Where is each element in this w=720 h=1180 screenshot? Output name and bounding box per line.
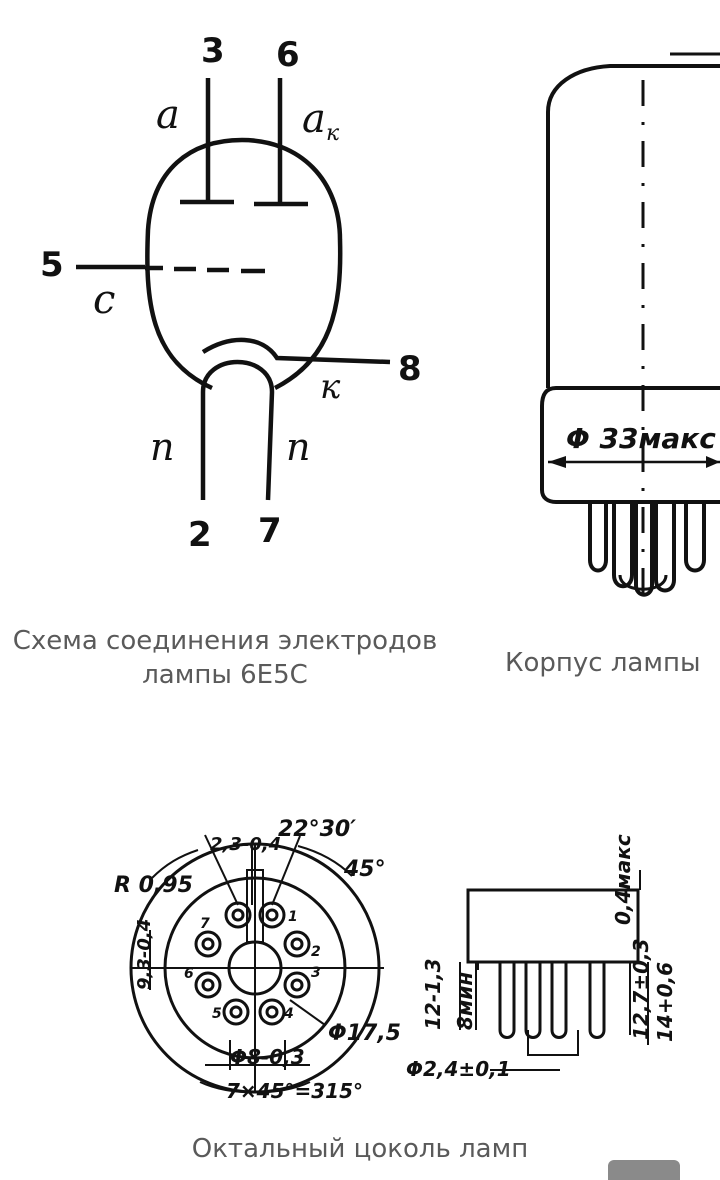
scroll-to-top-button[interactable] — [608, 1160, 680, 1180]
outer-diameter-label: Φ17,5 — [328, 1021, 401, 1046]
base-caption: Октальный цоколь ламп — [191, 1134, 529, 1164]
schematic-caption-line-2: лампы 6Е5С — [142, 660, 308, 690]
cathode — [201, 337, 391, 365]
pin-6-number: 6 — [184, 966, 194, 982]
schematic-caption: Схема соединения электродов лампы 6Е5С — [0, 624, 450, 692]
tube-schematic — [76, 78, 391, 501]
diameter-label: Φ 33макс — [566, 422, 716, 455]
pin-1-number: 1 — [288, 909, 298, 925]
bulb-outline — [546, 64, 720, 388]
pin-2-number: 2 — [311, 944, 321, 960]
pin-2-label: 2 — [188, 515, 212, 555]
min-length-label: 8мин — [453, 972, 477, 1030]
side-height-label: 9,3-0,4 — [134, 919, 155, 990]
heater-right-label: п — [286, 425, 310, 469]
tube-body-drawing — [540, 52, 720, 606]
anode-k-subscript: к — [326, 121, 340, 146]
inner-diameter-label: Φ8-0,3 — [230, 1045, 305, 1069]
pin-c — [634, 502, 654, 597]
side-view-dimension-labels: 0,4макс 12-1,3 8мин 12,7±0,3 14+0,6 Φ2,4… — [406, 834, 677, 1081]
octal-base-bottom-view — [129, 834, 384, 1094]
schematic-caption-line-1: Схема соединения электродов — [12, 626, 438, 656]
heater-left-label: п — [150, 425, 174, 469]
base-dimension-labels: 22°30′ 45° R 0,95 2,3-0,4 9,3-0,4 Φ17,5 … — [114, 817, 401, 1103]
tube-envelope — [145, 137, 343, 391]
pin-7-number: 7 — [200, 916, 210, 932]
heater — [200, 359, 275, 501]
pin-8-label: 8 — [398, 349, 422, 389]
pin-diameter-label: Φ2,4±0,1 — [406, 1057, 511, 1081]
grid-label: c — [93, 277, 115, 323]
body-caption: Корпус лампы — [505, 648, 701, 678]
base-side-view — [459, 870, 649, 1071]
schematic-labels: 3 6 5 8 2 7 a a к c к п п — [40, 31, 422, 555]
pin-a — [588, 502, 608, 573]
pin-6-label: 6 — [276, 35, 300, 75]
pin-5-label: 5 — [40, 245, 64, 285]
cathode-label: к — [320, 367, 341, 407]
pin-3-label: 3 — [201, 31, 225, 71]
pin-3-number: 3 — [311, 965, 321, 981]
height1-label: 12,7±0,3 — [629, 938, 653, 1040]
angle-side-label: 45° — [343, 857, 386, 882]
pin-7-label: 7 — [258, 511, 282, 551]
pin-b — [612, 502, 634, 589]
radius-label: R 0,95 — [114, 873, 193, 898]
anode-label: a — [156, 92, 180, 138]
pin-4-number: 4 — [283, 1006, 294, 1022]
key-width-label: 2,3-0,4 — [210, 834, 281, 855]
angle-top-label: 22°30′ — [278, 817, 356, 842]
top-offset-label: 0,4макс — [611, 834, 635, 925]
pin-d — [654, 502, 676, 593]
height2-label: 14+0,6 — [653, 962, 677, 1042]
pin-length-label: 12-1,3 — [421, 958, 445, 1030]
pin-e — [684, 502, 706, 573]
base-pins — [194, 901, 311, 1026]
pin-5-number: 5 — [212, 1006, 222, 1022]
angle-total-label: 7×45°=315° — [226, 1079, 363, 1103]
base-outline — [540, 386, 720, 504]
anode-k-label: a — [302, 96, 326, 142]
